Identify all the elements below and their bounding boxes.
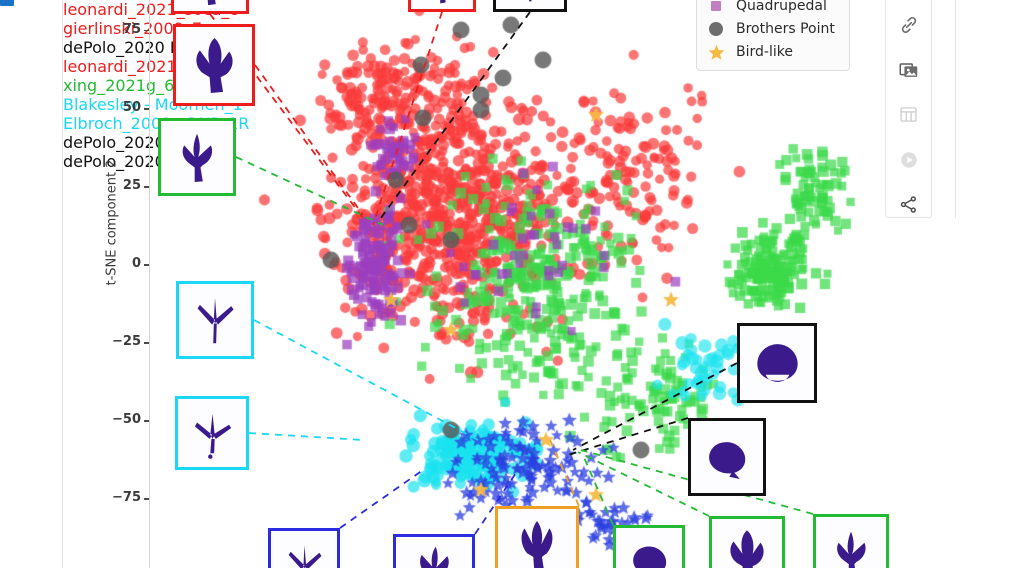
callout-dePolo_BP3_01	[688, 418, 766, 496]
callout-dePolo_BP3_13	[493, 0, 567, 12]
y-tick-label: −50	[112, 412, 141, 428]
legend-label-bird-like: Bird-like	[736, 44, 793, 60]
footprint-thumbnail	[175, 396, 249, 470]
callout-dePolo_BP3_10	[737, 323, 817, 403]
footprint-thumbnail	[408, 0, 476, 12]
share-icon[interactable]	[894, 192, 924, 217]
callout-label-xing_2021g_6: xing_2021g_6	[63, 76, 175, 95]
footprint-thumbnail	[813, 514, 889, 568]
page-left-gutter	[0, 0, 63, 568]
selection-badge	[0, 0, 14, 6]
callout-bottom_orange	[495, 506, 579, 568]
chart-legend: Quadrupedal Brothers Point Bird-like	[696, 0, 850, 71]
right-tool-rail	[885, 0, 932, 218]
callout-leonardi_soca_8	[171, 0, 249, 14]
callout-blakesley_moorhen	[176, 281, 254, 359]
scatter-points-canvas	[151, 0, 885, 568]
y-tick-mark	[144, 342, 149, 344]
footprint-thumbnail	[613, 525, 685, 568]
video-icon[interactable]	[894, 147, 924, 172]
y-tick-label: 75	[122, 21, 141, 37]
legend-label-quadrupedal: Quadrupedal	[736, 0, 827, 14]
footprint-silhouette	[837, 531, 866, 568]
footprint-silhouette	[288, 544, 321, 568]
callout-xing_2021g_6	[158, 118, 236, 196]
footprint-thumbnail	[737, 323, 817, 403]
footprint-silhouette	[756, 344, 798, 382]
footprint-thumbnail	[176, 281, 254, 359]
footprint-silhouette	[521, 520, 553, 568]
footprint-thumbnail	[173, 24, 255, 106]
star-marker-icon	[707, 44, 725, 61]
footprint-silhouette	[194, 413, 231, 459]
y-tick-mark	[144, 264, 149, 266]
callout-leonardi_anen_5	[173, 24, 255, 106]
y-tick-mark	[144, 107, 149, 110]
footprint-thumbnail	[393, 534, 475, 568]
legend-item-bird-like: Bird-like	[707, 42, 835, 62]
footprint-silhouette	[182, 133, 213, 182]
y-tick-label: 50	[122, 99, 141, 115]
y-tick-label: −25	[112, 334, 141, 350]
footprint-thumbnail	[171, 0, 249, 14]
footprint-thumbnail	[268, 528, 340, 568]
footprint-thumbnail	[709, 516, 785, 568]
y-tick-label: 25	[122, 178, 141, 194]
square-marker-icon	[707, 1, 725, 11]
y-axis-spine	[149, 0, 151, 568]
footprint-silhouette	[195, 38, 233, 94]
footprint-silhouette	[419, 546, 449, 568]
footprint-silhouette	[207, 0, 216, 6]
y-tick-mark	[144, 186, 149, 188]
callout-elbroch_rnp_1r	[175, 396, 249, 470]
footprint-silhouette	[440, 0, 446, 3]
callout-gierlinski_7	[408, 0, 476, 12]
footprint-silhouette	[632, 546, 666, 568]
footprint-thumbnail	[688, 418, 766, 496]
footprint-thumbnail	[158, 118, 236, 196]
callout-bottom_blue_2	[393, 534, 475, 568]
y-tick-label: −75	[112, 490, 141, 506]
callout-bottom_blue_1	[268, 528, 340, 568]
link-icon[interactable]	[894, 12, 924, 37]
table-icon[interactable]	[894, 102, 924, 127]
callout-bottom_green_3	[813, 514, 889, 568]
footprint-silhouette	[528, 0, 531, 2]
footprint-silhouette	[730, 530, 764, 568]
y-tick-mark	[144, 29, 149, 32]
callout-bottom_green_1	[613, 525, 685, 568]
rail-divider	[955, 0, 956, 218]
circle-marker-icon	[707, 22, 725, 36]
footprint-silhouette	[197, 297, 234, 344]
legend-item-brothers-point: Brothers Point	[707, 19, 835, 39]
y-tick-mark	[144, 498, 149, 500]
footprint-silhouette	[709, 442, 746, 480]
y-tick-label: 0	[131, 256, 141, 272]
footprint-thumbnail	[495, 506, 579, 568]
footprint-thumbnail	[493, 0, 567, 12]
images-icon[interactable]	[894, 57, 924, 82]
plot-area	[151, 0, 885, 568]
legend-label-brothers-point: Brothers Point	[736, 21, 835, 37]
y-tick-mark	[144, 420, 149, 422]
legend-item-quadrupedal: Quadrupedal	[707, 0, 835, 16]
callout-bottom_green_2	[709, 516, 785, 568]
